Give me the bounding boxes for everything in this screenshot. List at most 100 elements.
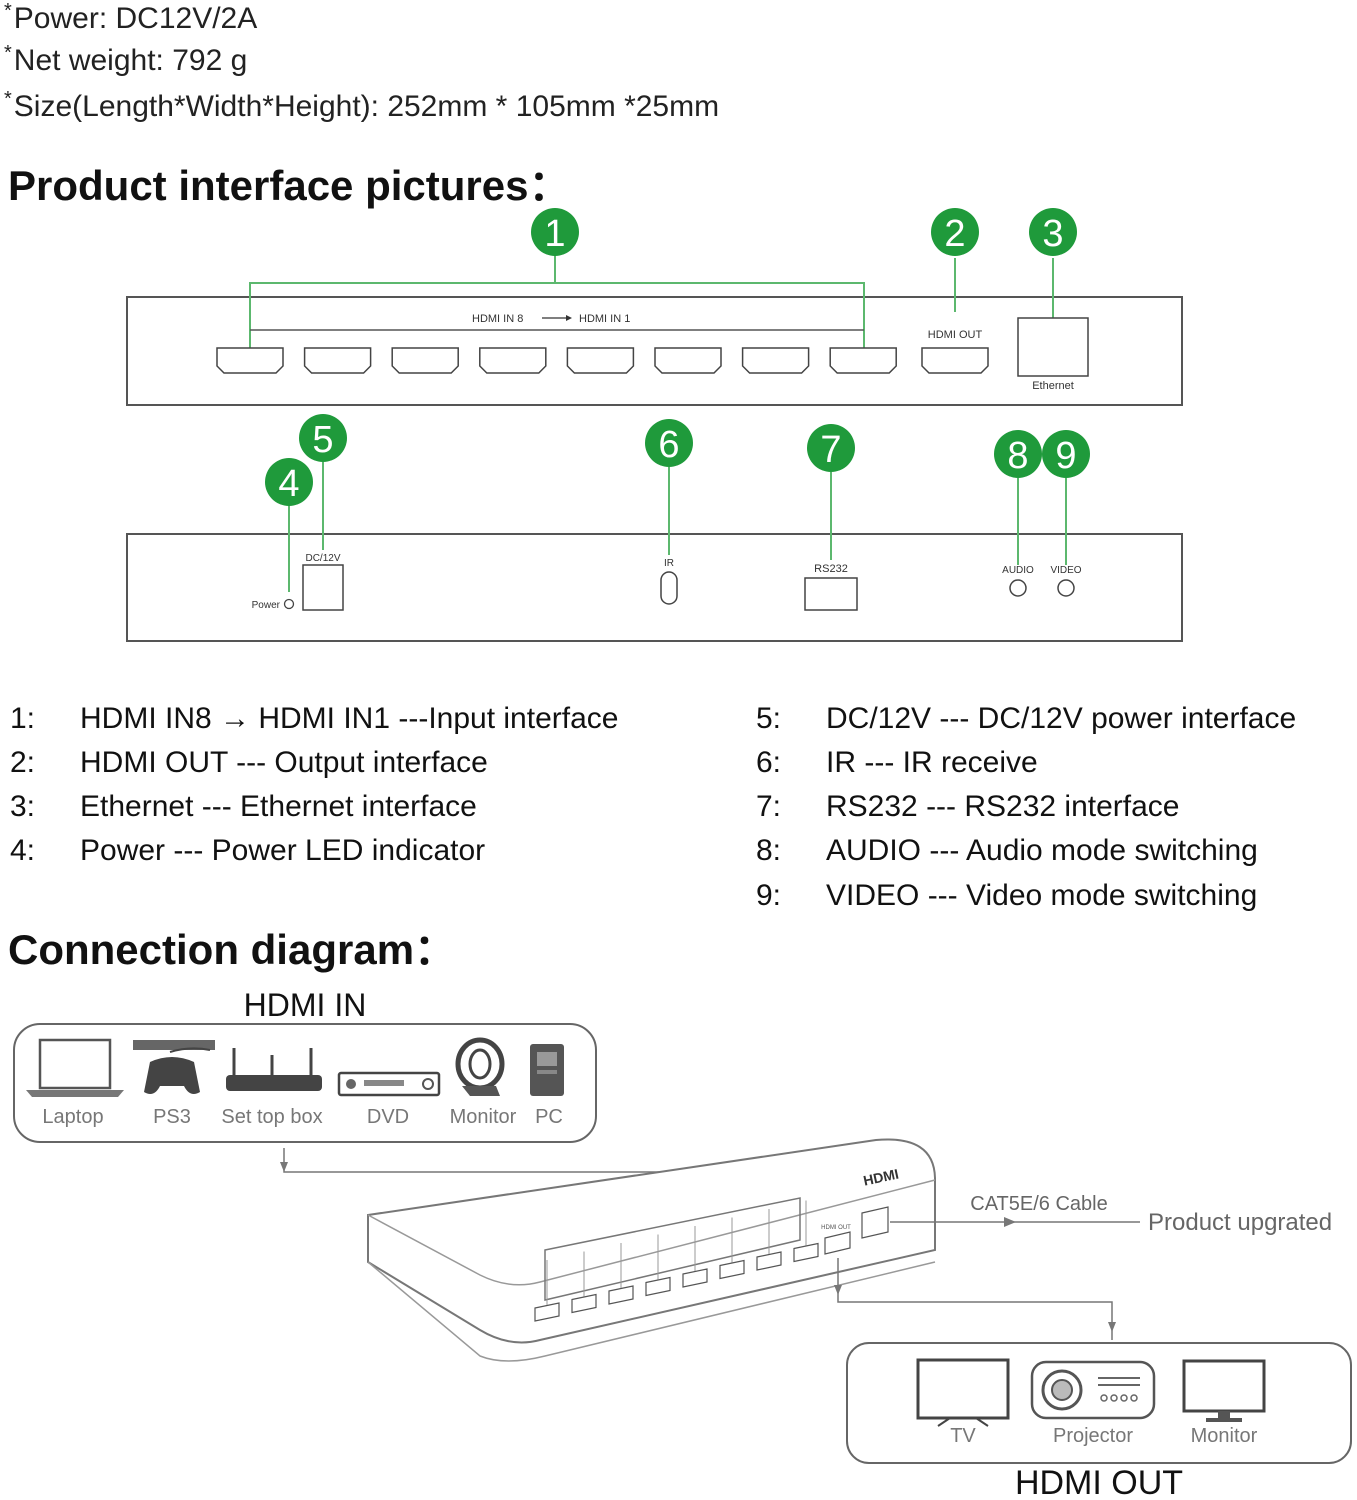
legend-text: DC/12V --- DC/12V power interface xyxy=(826,702,1297,735)
output-tv-label: TV xyxy=(950,1425,976,1447)
device-hdmi-in-port xyxy=(571,1293,597,1314)
spec-power-text: Power: DC12V/2A xyxy=(13,2,258,35)
output-monitor-icon xyxy=(1182,1359,1266,1422)
device-hdmi-in-port xyxy=(645,1276,671,1297)
legend-text: HDMI IN8 → HDMI IN1 ---Input interface xyxy=(80,702,619,735)
hdmi-in-port xyxy=(303,347,372,374)
marker-9: 9 xyxy=(1042,430,1090,478)
legend-item-5: 5:DC/12V --- DC/12V power interface xyxy=(756,702,1296,736)
spec-size-text: Size(Length*Width*Height): 252mm * 105mm… xyxy=(13,90,720,123)
legend-item-7: 7: RS232 --- RS232 interface xyxy=(756,790,1180,824)
bullet-star-icon: * xyxy=(4,0,12,22)
hdmi-out-label: HDMI OUT xyxy=(928,329,983,341)
bullet-star-icon: * xyxy=(4,88,12,110)
hdmi-in-port xyxy=(479,347,547,374)
legend-item-3: 3:Ethernet --- Ethernet interface xyxy=(10,790,477,824)
hdmi-in-port xyxy=(654,347,722,374)
upgrade-label: Product upgrated xyxy=(1148,1209,1332,1236)
rs232-port xyxy=(804,577,858,611)
hdmi-in-label-end: HDMI IN 1 xyxy=(579,313,630,325)
bullet-star-icon: * xyxy=(4,42,12,64)
dc-label: DC/12V xyxy=(305,553,340,564)
device-hdmi-in-port xyxy=(534,1302,560,1322)
marker-1-number: 1 xyxy=(544,213,565,255)
legend-text: Ethernet --- Ethernet interface xyxy=(80,790,477,823)
spec-power: *Power: DC12V/2A xyxy=(4,0,257,36)
audio-label: AUDIO xyxy=(1002,565,1034,576)
power-led xyxy=(283,598,295,610)
marker-5: 5 xyxy=(299,414,347,462)
legend-num: 1: xyxy=(10,702,36,735)
switch-device-illustration: HDMI OUT HDMI xyxy=(367,1138,936,1362)
marker-4: 4 xyxy=(265,458,313,506)
legend-text: AUDIO --- Audio mode switching xyxy=(826,834,1258,867)
legend-num: 8: xyxy=(756,834,782,867)
marker-7: 7 xyxy=(807,424,855,472)
projector-icon xyxy=(1030,1360,1156,1420)
output-connector-line xyxy=(837,1258,1113,1340)
dc-port xyxy=(302,564,344,611)
legend-item-8: 8: AUDIO --- Audio mode switching xyxy=(756,834,1258,868)
marker-6-number: 6 xyxy=(658,424,679,466)
ethernet-label: Ethernet xyxy=(1032,380,1074,392)
monitor-webcam-icon xyxy=(455,1037,505,1096)
hdmi-in-label-start: HDMI IN 8 xyxy=(472,313,523,325)
output-projector-label: Projector xyxy=(1053,1425,1133,1447)
device-hdmi-out-port xyxy=(824,1231,851,1255)
legend-item-4: 4:Power --- Power LED indicator xyxy=(10,834,485,868)
cable-label: CAT5E/6 Cable xyxy=(970,1193,1107,1215)
device-hdmi-in-port xyxy=(719,1259,745,1280)
rs232-label: RS232 xyxy=(814,563,848,575)
output-arrow-icon xyxy=(834,1285,842,1295)
hdmi-in-port xyxy=(216,347,284,374)
source-laptop-label: Laptop xyxy=(42,1106,103,1128)
device-hdmi-in-port xyxy=(608,1285,634,1305)
audio-button xyxy=(1009,579,1027,597)
legend-num: 6: xyxy=(756,746,782,779)
marker-3: 3 xyxy=(1029,208,1077,256)
legend-text: VIDEO --- Video mode switching xyxy=(826,879,1258,912)
upgrade-arrow-icon xyxy=(1004,1217,1016,1227)
power-led-label: Power xyxy=(252,600,281,611)
device-hdmi-in-port xyxy=(793,1242,819,1263)
marker-8-number: 8 xyxy=(1007,435,1028,477)
legend-num: 7: xyxy=(756,790,782,823)
laptop-icon xyxy=(26,1038,124,1097)
legend-num: 2: xyxy=(10,746,36,779)
source-monitor-label: Monitor xyxy=(450,1106,517,1128)
source-set-top-box-label: Set top box xyxy=(221,1106,322,1128)
interface-heading: Product interface pictures： xyxy=(8,162,571,209)
dvd-icon xyxy=(337,1071,441,1097)
ethernet-port xyxy=(1017,317,1089,377)
source-pc-label: PC xyxy=(535,1106,563,1128)
legend-num: 9: xyxy=(756,879,782,912)
spec-weight-text: Net weight: 792 g xyxy=(13,44,248,77)
hdmi-in-port xyxy=(566,347,635,374)
video-button xyxy=(1057,579,1075,597)
device-logo: HDMI xyxy=(862,1166,900,1189)
tv-icon xyxy=(916,1358,1010,1427)
connection-heading: Connection diagram： xyxy=(8,926,457,973)
source-ps3-label: PS3 xyxy=(153,1106,191,1128)
pc-tower-icon xyxy=(530,1044,564,1096)
legend-item-6: 6: IR --- IR receive xyxy=(756,746,1038,780)
legend-num: 4: xyxy=(10,834,36,867)
ir-label: IR xyxy=(664,558,674,569)
marker-2-number: 2 xyxy=(944,213,965,255)
legend-item-2: 2:HDMI OUT --- Output interface xyxy=(10,746,488,780)
marker-7-number: 7 xyxy=(820,429,841,471)
hdmi-in-ports xyxy=(216,347,897,374)
legend-text: RS232 --- RS232 interface xyxy=(826,790,1180,823)
hdmi-in-port xyxy=(741,347,810,374)
device-hdmi-in-port xyxy=(756,1251,782,1271)
device-hdmi-in-port xyxy=(682,1268,708,1288)
legend-text: IR --- IR receive xyxy=(826,746,1038,779)
set-top-box-icon xyxy=(226,1048,322,1091)
hdmi-in-port xyxy=(829,347,897,374)
marker-6: 6 xyxy=(645,419,693,467)
hdmi-in-bracket xyxy=(249,282,865,348)
hdmi-out-port xyxy=(921,347,989,374)
input-arrow-icon xyxy=(280,1162,288,1172)
spec-weight: *Net weight: 792 g xyxy=(4,42,247,78)
